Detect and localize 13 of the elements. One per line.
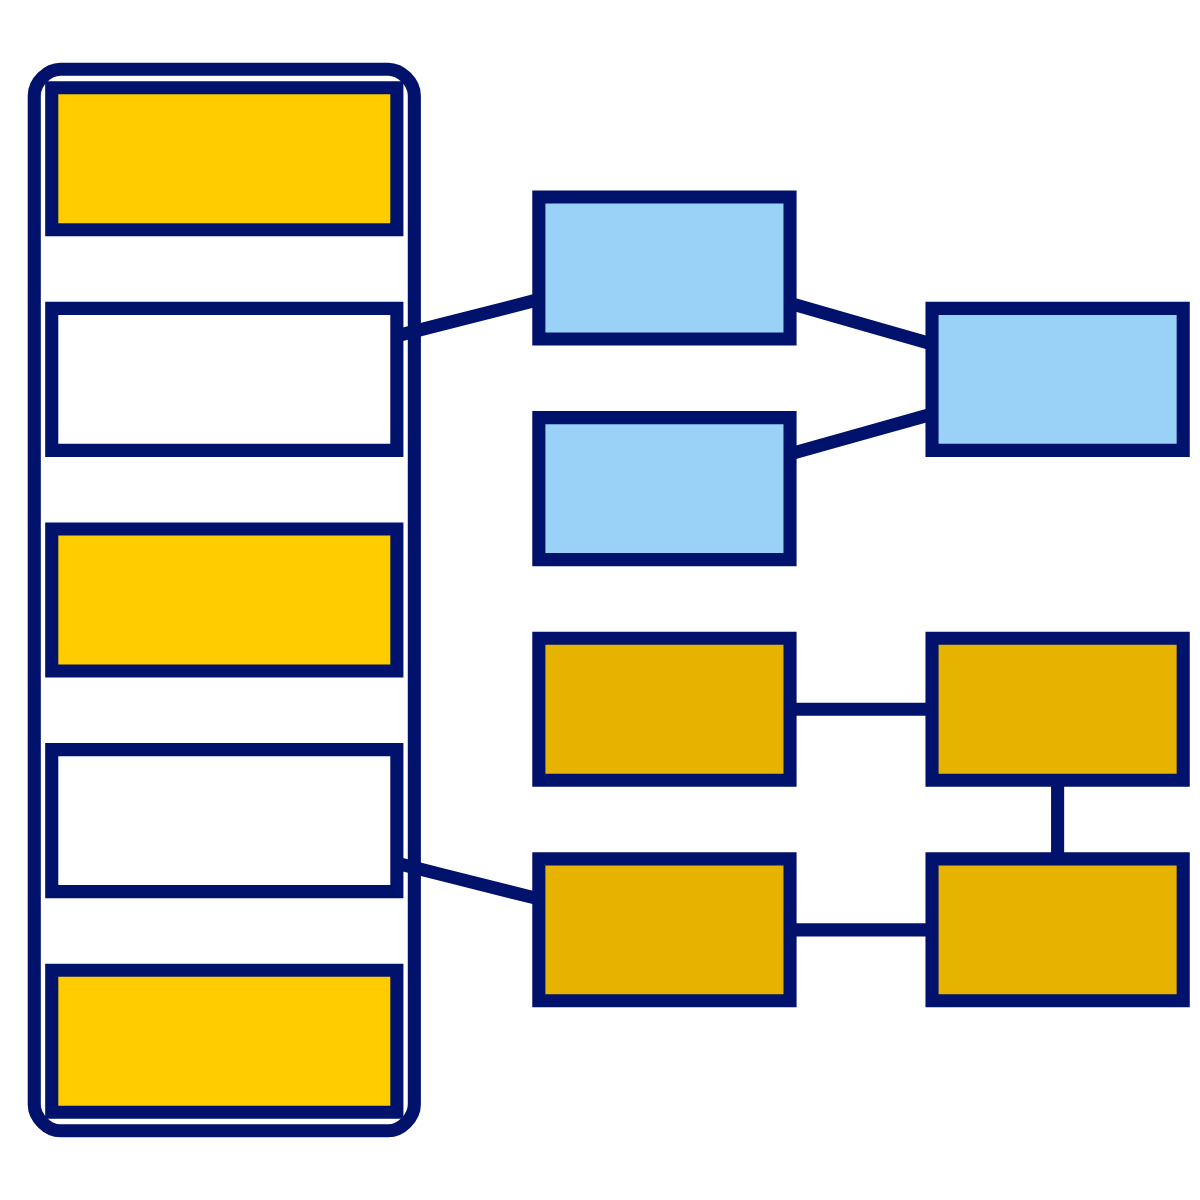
node-box (532, 852, 797, 1008)
cluster (27, 62, 421, 1138)
node-box (45, 743, 404, 899)
node-box (532, 190, 797, 346)
node-box (45, 522, 404, 678)
node-box (532, 411, 797, 567)
node-box (45, 301, 404, 457)
node-box (925, 852, 1190, 1008)
node-box (925, 631, 1190, 787)
node-box (925, 301, 1190, 457)
node-box (45, 81, 404, 237)
node-box (532, 631, 797, 787)
node-box (45, 963, 404, 1119)
